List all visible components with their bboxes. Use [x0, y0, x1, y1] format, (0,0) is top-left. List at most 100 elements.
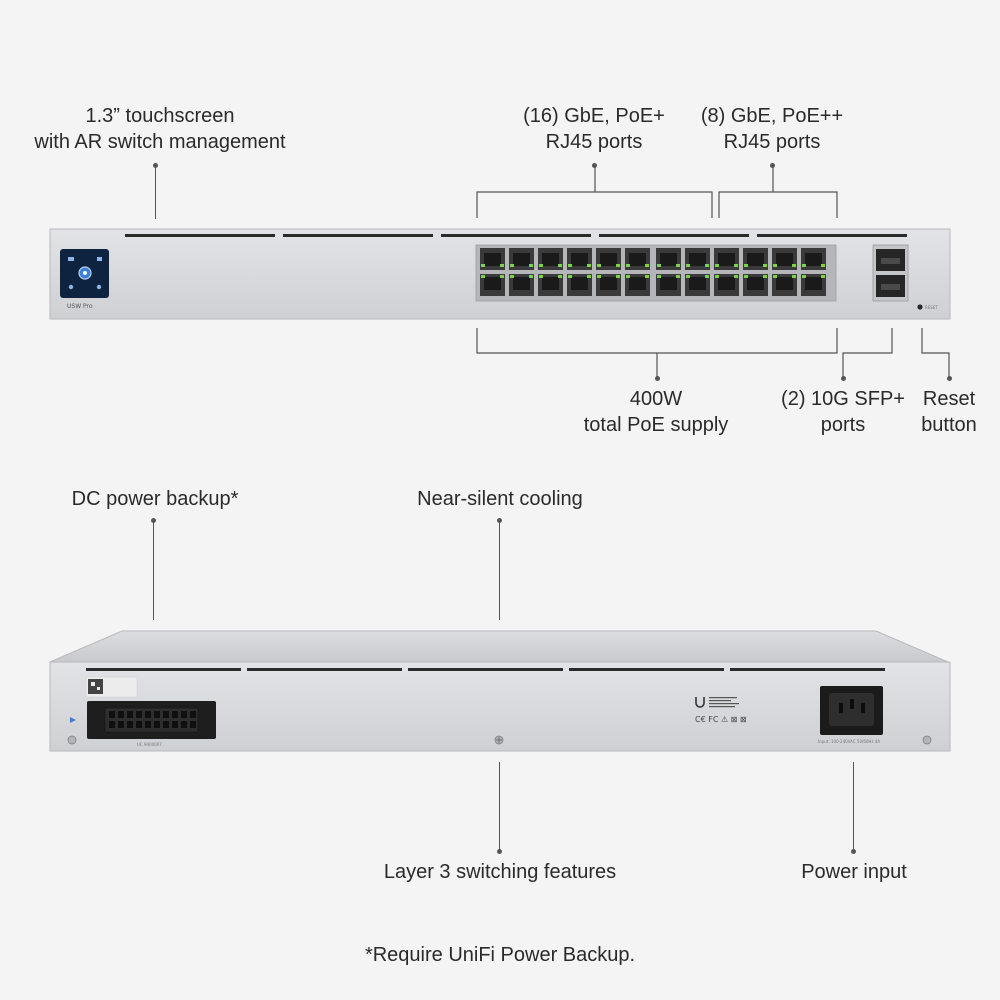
dc-pin	[109, 721, 115, 728]
rj45-port-jack	[571, 253, 588, 266]
port-led	[645, 275, 649, 278]
port-led	[763, 275, 767, 278]
dc-pin	[190, 721, 196, 728]
port-led	[500, 275, 504, 278]
sfp-leader-dot	[841, 376, 846, 381]
port-led	[529, 275, 533, 278]
rear-right-screw	[922, 735, 932, 745]
rj45-port-jack	[660, 277, 677, 290]
cooling-leader-line	[499, 520, 500, 620]
dc-pin	[109, 711, 115, 718]
poe-supply-leader-dot	[655, 376, 660, 381]
port-led	[792, 264, 796, 267]
port-led	[705, 275, 709, 278]
rj45-port-jack	[747, 253, 764, 266]
dc-connector-code: UC 9400007	[137, 742, 162, 747]
dc-pin	[118, 721, 124, 728]
port-led	[734, 264, 738, 267]
rj45-port-jack	[513, 253, 530, 266]
port-led	[529, 264, 533, 267]
reset-label: Reset button	[909, 386, 989, 438]
rj45-port-jack	[629, 253, 646, 266]
rear-left-screw	[67, 735, 77, 745]
port-led	[616, 275, 620, 278]
dc-pin	[181, 721, 187, 728]
rj45-port-jack	[484, 277, 501, 290]
rj45-port-jack	[776, 277, 793, 290]
rj45-port-jack	[571, 277, 588, 290]
rj45-port-jack	[513, 277, 530, 290]
rj45-port-jack	[805, 253, 822, 266]
power-input-leader-dot	[851, 849, 856, 854]
dc-pin	[163, 721, 169, 728]
port-led	[821, 264, 825, 267]
sfp-label-line2: ports	[820, 414, 866, 436]
port-led	[481, 264, 485, 267]
rj45-port-jack	[689, 277, 706, 290]
touchscreen-icon-top-right	[97, 257, 102, 261]
port-led	[539, 275, 543, 278]
layer3-leader-line	[499, 762, 500, 852]
footnote: *Require UniFi Power Backup.	[364, 944, 636, 966]
rj45-port-jack	[660, 253, 677, 266]
port-led	[686, 264, 690, 267]
port-led	[676, 275, 680, 278]
port-led	[744, 264, 748, 267]
port-led	[715, 275, 719, 278]
port-led	[626, 264, 630, 267]
port-led	[616, 264, 620, 267]
port-led	[626, 275, 630, 278]
rear-top-surface	[49, 630, 949, 663]
rj45-port-jack	[629, 277, 646, 290]
rj45-port-jack	[542, 277, 559, 290]
touchscreen-leader-line	[155, 165, 156, 219]
reset-leader-dot	[947, 376, 952, 381]
rj45-port-jack	[776, 253, 793, 266]
reset-pinhole	[917, 304, 923, 310]
dc-pin	[163, 711, 169, 718]
dc-pin	[154, 721, 160, 728]
model-badge: USW Pro	[67, 303, 93, 310]
dc-pin	[154, 711, 160, 718]
touchscreen-label-line1: 1.3” touchscreen	[85, 105, 235, 127]
port-led	[715, 264, 719, 267]
power-rating-text: Input: 100-240VAC 50/60Hz 4A	[818, 739, 881, 744]
rj45-port-jack	[600, 253, 617, 266]
dc-pin	[118, 711, 124, 718]
dc-pin	[172, 721, 178, 728]
rj45-port-jack	[718, 253, 735, 266]
dc-pin	[136, 721, 142, 728]
dc-pin	[127, 711, 133, 718]
rj45-port-jack	[805, 277, 822, 290]
poe-supply-label: 400W total PoE supply	[556, 386, 756, 438]
poe-supply-label-line2: total PoE supply	[583, 414, 729, 436]
port-led	[705, 264, 709, 267]
dc-backup-leader-line	[153, 520, 154, 620]
touchscreen-icon-bottom-right	[96, 284, 102, 290]
port-led	[568, 264, 572, 267]
layer3-label: Layer 3 switching features	[383, 861, 617, 883]
port-led	[597, 275, 601, 278]
rj45-port-jack	[747, 277, 764, 290]
port-led	[802, 264, 806, 267]
dc-pin	[190, 711, 196, 718]
port-led	[821, 275, 825, 278]
poe-plus-label: (16) GbE, PoE+ RJ45 ports	[494, 103, 694, 155]
port-led	[568, 275, 572, 278]
port-led	[657, 264, 661, 267]
dc-backup-label: DC power backup*	[71, 488, 239, 510]
rj45-port-jack	[600, 277, 617, 290]
svg-text:C€ FC ⚠ ⊠ ⊠: C€ FC ⚠ ⊠ ⊠	[695, 715, 747, 724]
dc-pin	[145, 711, 151, 718]
dc-connector-pins	[109, 711, 196, 728]
power-input-label: Power input	[801, 861, 907, 883]
reset-text: RESET	[925, 305, 938, 310]
reset-label-line2: button	[921, 414, 977, 436]
dc-pin	[127, 721, 133, 728]
touchscreen-label-line2: with AR switch management	[34, 131, 286, 153]
poe-plus-label-line2: RJ45 ports	[545, 131, 643, 153]
port-led	[734, 275, 738, 278]
port-led	[763, 264, 767, 267]
poe-plus-leader-dot	[592, 163, 597, 168]
